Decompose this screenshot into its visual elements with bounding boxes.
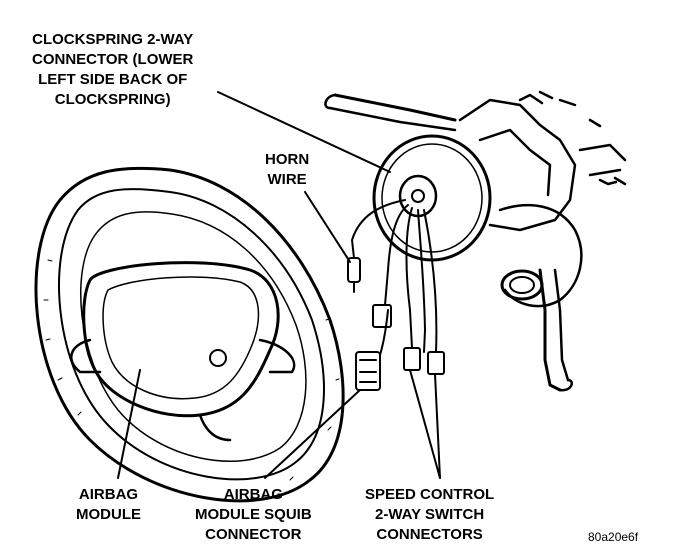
clockspring-2way-connector-drawing xyxy=(372,304,392,328)
airbag-squib-connector-drawing xyxy=(355,351,381,391)
horn-wire-terminal xyxy=(347,257,361,293)
airbag-module-label: AIRBAG MODULE xyxy=(76,486,141,523)
steering-wheel xyxy=(34,166,345,503)
speed-control-label: SPEED CONTROL 2-WAY SWITCH CONNECTORS xyxy=(365,486,495,543)
squib-connector-label: AIRBAG MODULE SQUIB CONNECTOR xyxy=(195,486,312,543)
steering-column-drawing xyxy=(324,90,627,392)
clockspring-connector-label: CLOCKSPRING 2-WAY CONNECTOR (LOWER LEFT … xyxy=(32,31,194,108)
leader-lines xyxy=(117,91,441,479)
clockspring-wire-harness xyxy=(351,199,438,356)
airbag-module-drawing xyxy=(70,261,296,442)
horn-wire-label: HORN WIRE xyxy=(265,151,310,188)
figure-code: 80a20e6f xyxy=(588,530,639,544)
